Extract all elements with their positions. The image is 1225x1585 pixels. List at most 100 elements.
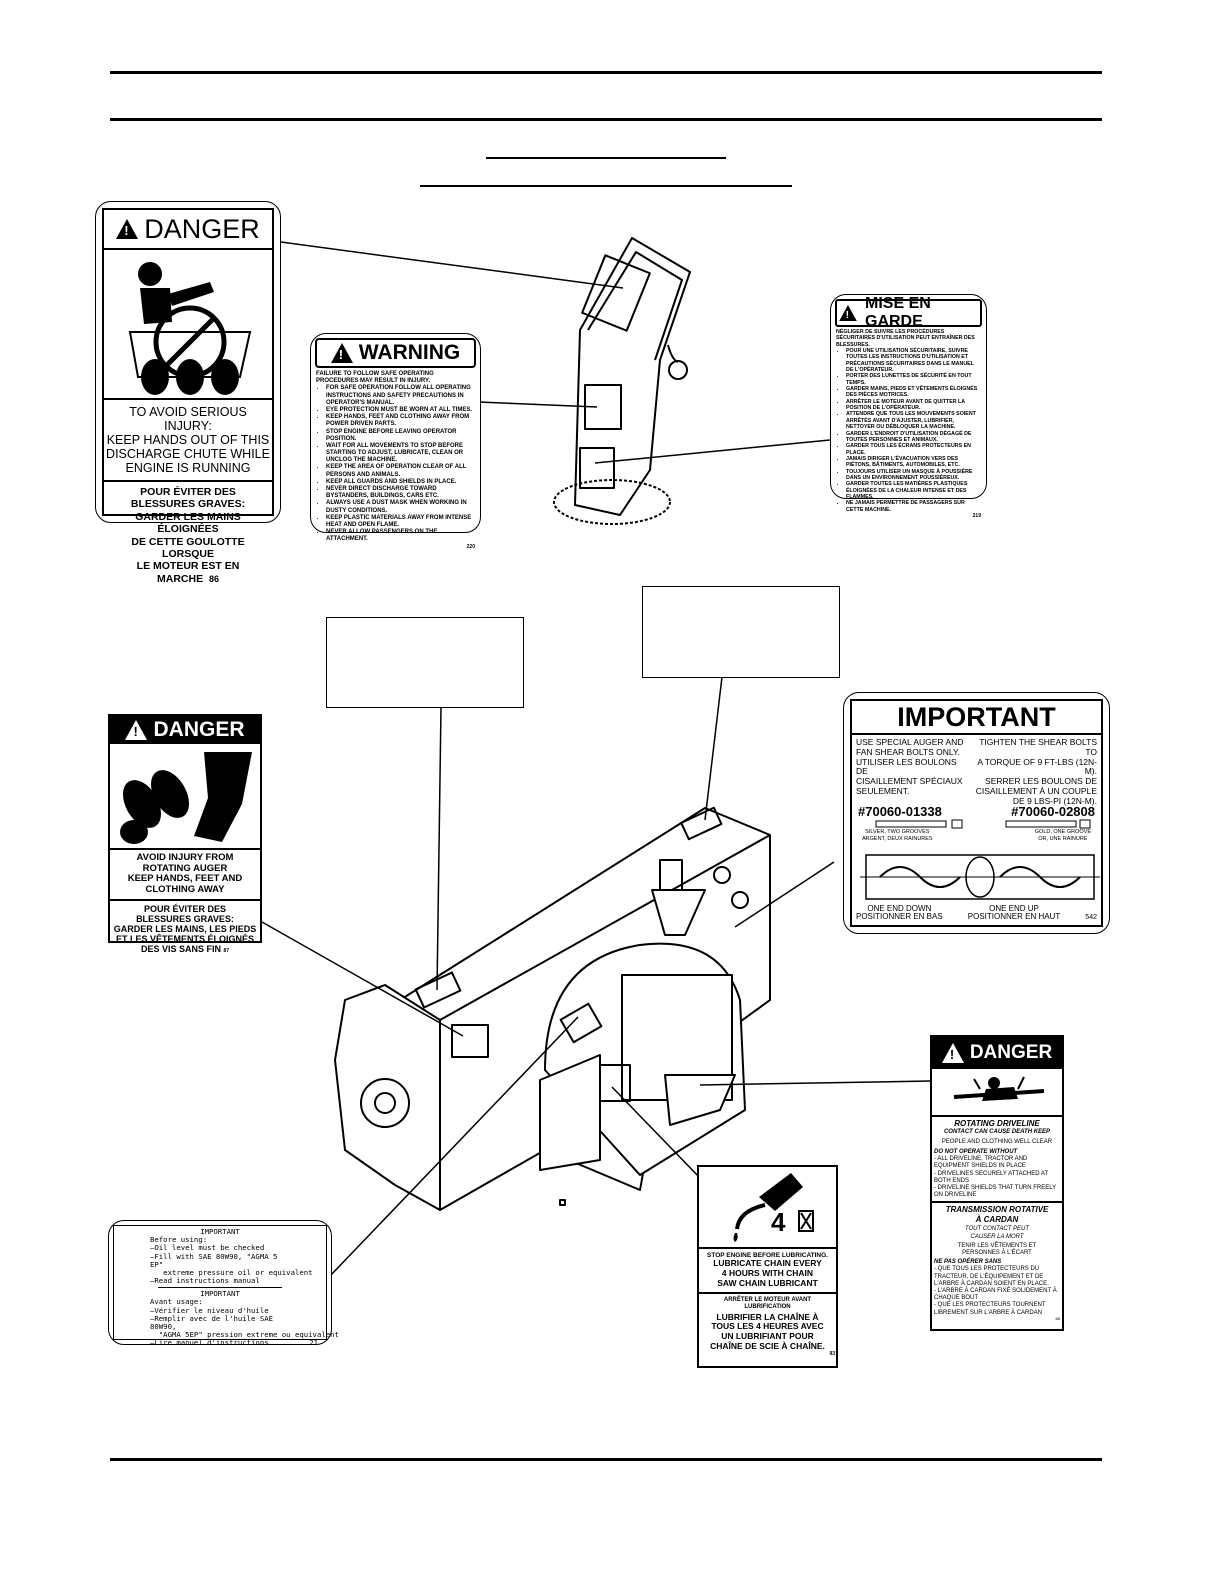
leader-important-shear <box>734 861 835 928</box>
decal-code: 220 <box>466 543 475 550</box>
chute-danger-fr-text: POUR ÉVITER DES BLESSURES GRAVES: GARDER… <box>104 482 272 589</box>
warning-triangle-icon <box>125 720 148 740</box>
text-line: PEOPLE AND CLOTHING WELL CLEAR <box>941 1138 1053 1145</box>
lubricate-hours-symbol: 4 <box>771 1207 786 1237</box>
part-number-left: #70060-01338 <box>858 804 942 820</box>
oil-heading-fr: IMPORTANT <box>200 1289 240 1299</box>
text-line: TOUT CONTACT PEUT <box>964 1226 1030 1233</box>
decal-code: 21 <box>309 1338 318 1348</box>
text-line: POSITIONNER EN HAUT <box>967 912 1061 922</box>
text-line: –Oil level must be checked <box>150 1243 265 1253</box>
text-line: NE PAS OPÉRER SANS <box>934 1259 1002 1266</box>
decal-heading: DANGER <box>969 1042 1053 1063</box>
decal-heading: DANGER <box>153 718 245 741</box>
text-line-part: DES VIS SANS FIN <box>140 943 221 954</box>
list-item: - L'ARBRE À CARDAN FIXÉ SOLIDEMENT À CHA… <box>934 1287 1057 1302</box>
text-line: GARDER LES MAINS ÉLOIGNÉES <box>135 510 241 536</box>
bottom-rule <box>110 1458 1102 1461</box>
text-line: –Read instructions manual <box>150 1276 260 1286</box>
lubricate-en-text: STOP ENGINE BEFORE LUBRICATING. LUBRICAT… <box>699 1249 836 1294</box>
text-line: POSITIONNER EN BAS <box>856 912 943 922</box>
text-line: AVOID INJURY FROM <box>136 852 234 863</box>
list-item: - DRIVELINE SHIELDS THAT TURN FREELY ON … <box>934 1184 1057 1199</box>
decal-code: 88 <box>1055 1315 1060 1321</box>
leader-chute-danger <box>280 241 624 289</box>
list-item: JAMAIS DIRIGER L'ÉVACUATION VERS DES PIÉ… <box>846 456 981 469</box>
decal-auger-danger: DANGER AVOID INJURY FROM ROTATING AUGER … <box>108 714 262 954</box>
text-line-part: –Lire manuel d'instructions <box>150 1338 269 1348</box>
decal-important-shear: IMPORTANT USE SPECIAL AUGER AND FAN SHEA… <box>843 692 1110 934</box>
decal-chute-danger: DANGER TO AVOID SERIOUS INJURY: KEEP HAN… <box>95 201 281 585</box>
text-line: DE 9 LBS-PI (12N-M). <box>1012 795 1097 806</box>
text-line: TENIR LES VÊTEMENTS ET <box>957 1242 1037 1249</box>
text-line-part: LE MOTEUR EST EN MARCHE <box>136 560 240 585</box>
oil-heading-en: IMPORTANT <box>200 1227 240 1236</box>
leader-label-box-2 <box>704 676 723 821</box>
top-spout <box>651 889 706 936</box>
mise-en-garde-intro: NÉGLIGER DE SUIVRE LES PROCÉDURES SÉCURI… <box>836 329 975 348</box>
lubricate-fr-text: ARRÊTER LE MOTEUR AVANT LUBRIFICATION LU… <box>699 1294 836 1361</box>
leader-important-oil <box>329 1016 579 1277</box>
list-item: KEEP HANDS, FEET AND CLOTHING AWAY FROM … <box>326 414 475 428</box>
text-line: CHAÎNE DE SCIE À CHAÎNE. <box>710 1340 825 1351</box>
leader-driveline <box>699 1080 931 1086</box>
shear-right-text: TIGHTEN THE SHEAR BOLTS TO A TORQUE OF 9… <box>968 737 1097 806</box>
list-item: FOR SAFE OPERATION FOLLOW ALL OPERATING … <box>326 385 475 407</box>
text-line: CISAILLEMENT SPÉCIAUX <box>856 776 963 787</box>
text-line: Avant usage: <box>150 1297 203 1307</box>
auger-danger-en-text: AVOID INJURY FROM ROTATING AUGER KEEP HA… <box>110 850 260 901</box>
text-line: CISAILLEMENT À UN COUPLE <box>975 785 1097 796</box>
text-line: TIGHTEN THE SHEAR BOLTS TO <box>979 737 1097 757</box>
warning-items-list: FOR SAFE OPERATION FOLLOW ALL OPERATING … <box>316 385 475 543</box>
text-line: ONE END UP <box>989 903 1039 913</box>
shear-text-columns: USE SPECIAL AUGER AND FAN SHEAR BOLTS ON… <box>852 735 1101 806</box>
text-line: ROTATING AUGER <box>142 862 228 874</box>
list-item: GARDER TOUTES LES MATIÈRES PLASTIQUES ÉL… <box>846 481 981 500</box>
list-item: GARDER L'ENDROIT D'UTILISATION DÉGAGÉ DE… <box>846 431 981 444</box>
chute-ring <box>553 479 671 525</box>
decal-mise-en-garde: MISE EN GARDE NÉGLIGER DE SUIVRE LES PRO… <box>830 294 987 519</box>
text-line: ARRÊTER LE MOTEUR AVANT <box>723 1296 812 1303</box>
shear-left-text: USE SPECIAL AUGER AND FAN SHEAR BOLTS ON… <box>856 737 968 806</box>
warning-body: FAILURE TO FOLLOW SAFE OPERATING PROCEDU… <box>315 368 476 550</box>
decal-mise-en-garde-header: MISE EN GARDE <box>835 295 982 330</box>
list-item: KEEP ALL GUARDS AND SHIELDS IN PLACE. <box>326 479 475 486</box>
list-item: PORTER DES LUNETTES DE SÉCURITÉ EN TOUT … <box>846 373 981 386</box>
mise-en-garde-body: NÉGLIGER DE SUIVRE LES PROCÉDURES SÉCURI… <box>835 327 982 519</box>
text-line: SEULEMENT. <box>856 785 910 796</box>
decal-warning: WARNING FAILURE TO FOLLOW SAFE OPERATING… <box>310 333 481 550</box>
left-end-plate <box>334 984 441 1211</box>
leader-label-box-1 <box>436 706 442 991</box>
text-line: UN LUBRIFIANT POUR <box>721 1331 814 1342</box>
list-item: EYE PROTECTION MUST BE WORN AT ALL TIMES… <box>326 407 475 414</box>
leader-warning <box>477 401 598 408</box>
body-decal-marker-4 <box>559 1002 603 1044</box>
list-item: - QUE LES PROTECTEURS TOURNENT LIBREMENT… <box>934 1302 1046 1316</box>
body-decal-marker-2 <box>451 1024 489 1058</box>
title-underline-1 <box>486 157 726 159</box>
text-line: CAUSER LA MORT <box>970 1233 1024 1240</box>
shear-part-numbers: #70060-01338 #70060-02808 <box>852 804 1101 819</box>
driveline-en-items: - ALL DRIVELINE, TRACTOR AND EQUIPMENT S… <box>934 1156 1060 1199</box>
title-underline-2 <box>420 185 792 187</box>
text-line: –Vérifier le niveau d'huile <box>150 1305 269 1315</box>
top-rule-1 <box>110 71 1102 74</box>
text-line: BLESSURES GRAVES: <box>136 913 234 924</box>
list-item: NE JAMAIS PERMETTRE DE PASSAGERS SUR CET… <box>846 500 981 513</box>
text-line: POUR ÉVITER DES <box>143 903 226 914</box>
blank-label-box-2 <box>642 586 840 678</box>
decal-important-shear-header: IMPORTANT <box>852 701 1101 735</box>
text-line: –Lire manuel d'instructions 21 <box>150 1338 318 1348</box>
body-decal-marker-3 <box>680 806 723 841</box>
decal-heading: WARNING <box>358 341 461 364</box>
text-line: À CARDAN <box>975 1214 1019 1224</box>
list-item: NEVER ALLOW PASSENGERS ON THE ATTACHMENT… <box>326 529 475 543</box>
text-line: Before using: <box>150 1235 208 1245</box>
list-item: GARDER TOUS LES ÉCRANS PROTECTEURS EN PL… <box>846 443 981 456</box>
hour-glass-icon <box>798 1210 814 1232</box>
decal-code: 219 <box>972 512 981 519</box>
decal-code: 86 <box>208 573 219 584</box>
text-line: ET LES VÊTEMENTS ÉLOIGNÉS <box>115 933 255 944</box>
decal-heading: MISE EN GARDE <box>865 295 931 330</box>
list-item: KEEP THE AREA OF OPERATION CLEAR OF ALL … <box>326 464 475 478</box>
